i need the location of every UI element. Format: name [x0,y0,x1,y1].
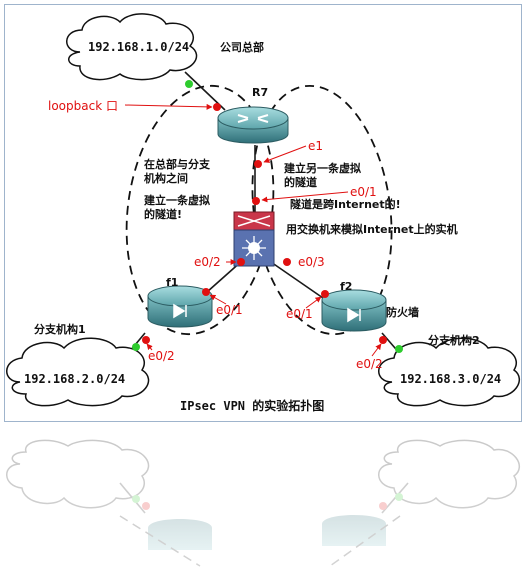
right-note-line-1: 建立另一条虚拟 [284,161,361,175]
firewall-f2-label: f2 [340,280,352,293]
f1-e02-label: e0/2 [148,349,175,363]
cloud-branch2-subnet: 192.168.3.0/24 [400,372,501,386]
hq-label: 公司总部 [220,40,264,54]
firewall-f1-label: f1 [166,276,178,289]
diagram-title: IPsec VPN 的实验拓扑图 [180,398,324,413]
right-note-line-3: 隧道是跨Internet的! [290,197,401,211]
left-note-line-4: 的隧道! [144,207,182,221]
switch-e03-label: e0/3 [298,255,325,269]
cloud-branch1-subnet: 192.168.2.0/24 [24,372,125,386]
r7-e1-label: e1 [308,139,323,153]
left-note-line-2: 机构之间 [144,171,188,185]
firewall-label: 防火墙 [386,305,419,319]
f2-e01-label: e0/1 [286,307,313,321]
port-dots [132,80,403,353]
loopback-label: loopback 口 [48,99,118,113]
tunnel-ellipse-right [251,84,393,336]
cloud-branch2: 192.168.3.0/24 [378,337,521,407]
firewall-f1-play-icon [173,303,187,319]
cloud-branch1: 192.168.2.0/24 [6,337,150,407]
f2-e02-label: e0/2 [356,357,383,371]
router-arrows-icon [237,114,269,123]
f1-e01-label: e0/1 [216,303,243,317]
branch2-label: 分支机构2 [428,333,480,347]
switch-e02-label: e0/2 [194,255,221,269]
switch [233,211,275,267]
right-note-line-2: 的隧道 [284,175,317,189]
cloud-hq: 192.168.1.0/24 [66,13,198,81]
router-r7-label: R7 [252,86,268,99]
diagram-frame [4,4,522,422]
branch1-label: 分支机构1 [34,322,86,336]
cloud-hq-subnet: 192.168.1.0/24 [88,40,189,54]
router-r7 [217,106,289,144]
reflection-fade [0,424,531,572]
firewall-f2-play-icon [347,307,361,323]
firewall-f2 [321,289,387,332]
left-note-line-3: 建立一条虚拟 [144,193,210,207]
switch-note: 用交换机来模拟Internet上的实机 [286,222,458,236]
left-note-line-1: 在总部与分支 [144,157,211,171]
firewall-f1 [147,285,213,328]
switch-e01-top-label: e0/1 [350,185,377,199]
